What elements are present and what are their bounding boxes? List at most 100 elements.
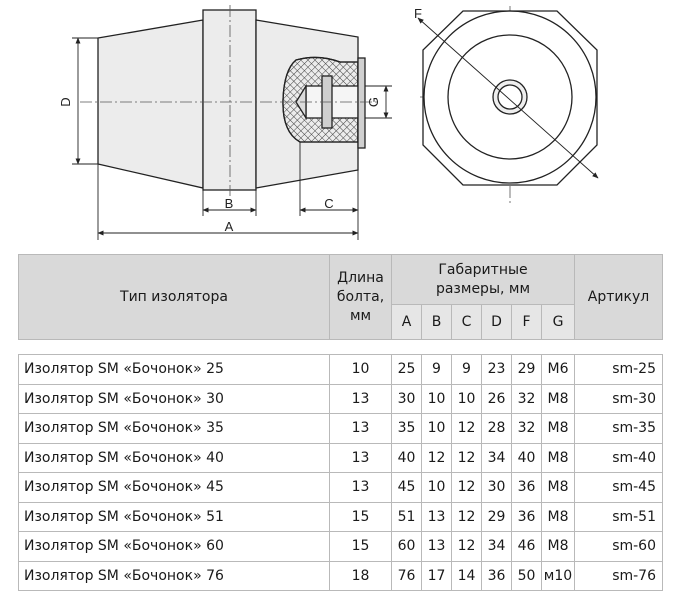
- cell-a: 51: [391, 501, 422, 532]
- header-article: Артикул: [574, 254, 663, 340]
- cell-b: 10: [421, 472, 452, 503]
- cell-c: 10: [451, 383, 482, 414]
- cell-g: M8: [541, 413, 575, 444]
- dim-label-f: F: [414, 6, 422, 21]
- cell-f: 32: [511, 383, 542, 414]
- header-bolt-line-3: мм: [349, 307, 372, 324]
- cell-c: 12: [451, 531, 482, 562]
- dim-label-d: D: [58, 97, 73, 106]
- cell-name: Изолятор SM «Бочонок» 51: [18, 501, 330, 532]
- cell-name: Изолятор SM «Бочонок» 60: [18, 531, 330, 562]
- cell-f: 29: [511, 354, 542, 385]
- cell-f: 36: [511, 472, 542, 503]
- front-view: [417, 10, 599, 186]
- cell-c: 9: [451, 354, 482, 385]
- cell-b: 10: [421, 413, 452, 444]
- header-bolt-length: Длина болта, мм: [329, 254, 392, 340]
- cell-bolt: 13: [329, 383, 392, 414]
- cell-d: 29: [481, 501, 512, 532]
- cell-g: M6: [541, 354, 575, 385]
- header-dimensions-line-2: размеры, мм: [435, 280, 531, 297]
- side-view: [97, 9, 366, 191]
- cell-name: Изолятор SM «Бочонок» 76: [18, 560, 330, 591]
- cell-c: 12: [451, 501, 482, 532]
- dim-label-a: A: [225, 219, 234, 234]
- cell-c: 12: [451, 472, 482, 503]
- cell-d: 28: [481, 413, 512, 444]
- cell-g: M8: [541, 501, 575, 532]
- cell-g: M8: [541, 472, 575, 503]
- cell-article: sm-35: [574, 413, 663, 444]
- dimension-lines: [72, 37, 392, 240]
- header-bolt-line-1: Длина: [337, 269, 384, 286]
- cell-name: Изолятор SM «Бочонок» 40: [18, 442, 330, 473]
- cell-f: 36: [511, 501, 542, 532]
- cell-d: 34: [481, 442, 512, 473]
- cell-g: м10: [541, 560, 575, 591]
- cell-article: sm-30: [574, 383, 663, 414]
- cell-bolt: 10: [329, 354, 392, 385]
- cell-f: 46: [511, 531, 542, 562]
- header-dim-b: B: [421, 304, 452, 340]
- cell-d: 36: [481, 560, 512, 591]
- cell-bolt: 13: [329, 442, 392, 473]
- header-dim-f: F: [511, 304, 542, 340]
- header-dimensions: Габаритные размеры, мм: [391, 254, 575, 305]
- cell-c: 14: [451, 560, 482, 591]
- header-dim-a: A: [391, 304, 422, 340]
- dim-label-c: C: [324, 196, 333, 211]
- cell-article: sm-76: [574, 560, 663, 591]
- header-bolt-line-2: болта,: [336, 288, 385, 305]
- cell-a: 76: [391, 560, 422, 591]
- cell-a: 30: [391, 383, 422, 414]
- header-dimensions-line-1: Габаритные: [438, 261, 528, 278]
- header-dim-c: C: [451, 304, 482, 340]
- cell-name: Изолятор SM «Бочонок» 35: [18, 413, 330, 444]
- cell-article: sm-45: [574, 472, 663, 503]
- header-dim-g: G: [541, 304, 575, 340]
- cell-bolt: 15: [329, 531, 392, 562]
- cell-d: 26: [481, 383, 512, 414]
- cell-name: Изолятор SM «Бочонок» 45: [18, 472, 330, 503]
- spec-table-header: Тип изолятора Длина болта, мм Габаритные…: [18, 254, 663, 340]
- cell-article: sm-25: [574, 354, 663, 385]
- cell-g: M8: [541, 531, 575, 562]
- cell-b: 10: [421, 383, 452, 414]
- cell-name: Изолятор SM «Бочонок» 30: [18, 383, 330, 414]
- cell-article: sm-60: [574, 531, 663, 562]
- cell-a: 25: [391, 354, 422, 385]
- header-dim-d: D: [481, 304, 512, 340]
- header-type: Тип изолятора: [18, 254, 330, 340]
- cell-g: M8: [541, 383, 575, 414]
- cell-article: sm-40: [574, 442, 663, 473]
- cell-bolt: 13: [329, 413, 392, 444]
- dim-label-g: G: [366, 97, 381, 107]
- cell-f: 32: [511, 413, 542, 444]
- cell-a: 60: [391, 531, 422, 562]
- cell-c: 12: [451, 413, 482, 444]
- cell-a: 35: [391, 413, 422, 444]
- cell-a: 45: [391, 472, 422, 503]
- cell-b: 12: [421, 442, 452, 473]
- cell-article: sm-51: [574, 501, 663, 532]
- cell-d: 30: [481, 472, 512, 503]
- cell-bolt: 13: [329, 472, 392, 503]
- cell-g: M8: [541, 442, 575, 473]
- cell-b: 13: [421, 501, 452, 532]
- technical-drawing: D A B C G F: [58, 5, 600, 240]
- cell-d: 34: [481, 531, 512, 562]
- cell-d: 23: [481, 354, 512, 385]
- cell-f: 40: [511, 442, 542, 473]
- cell-c: 12: [451, 442, 482, 473]
- dim-label-b: B: [225, 196, 234, 211]
- cell-b: 13: [421, 531, 452, 562]
